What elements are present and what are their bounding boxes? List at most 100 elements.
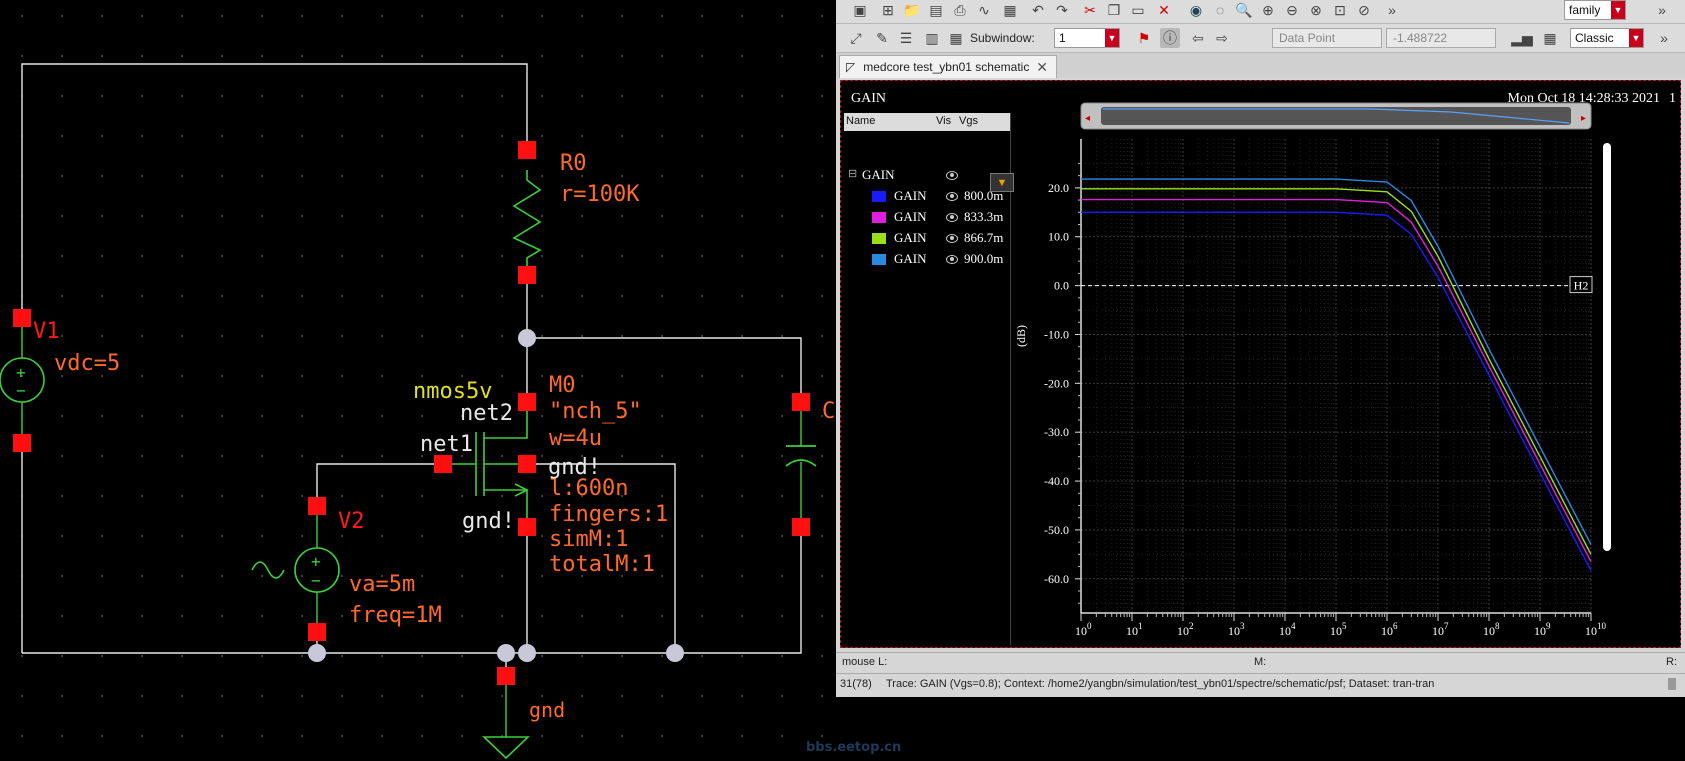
capacitor-c[interactable] <box>785 393 817 536</box>
m0-gate-pin[interactable] <box>434 455 452 473</box>
tab-schematic[interactable]: ◸ medcore test_ybn01 schematic ✕ <box>839 55 1057 78</box>
stack-view-icon[interactable]: ☰ <box>899 29 913 46</box>
fit-icon[interactable]: ◉ <box>1189 1 1203 18</box>
resistor-r0[interactable] <box>512 141 542 284</box>
gain-chart[interactable]: ◂▸20.010.00.0-10.0-20.0-30.0-40.0-50.0-6… <box>1011 99 1677 645</box>
data-point-value-field[interactable]: -1.488722 <box>1386 28 1496 48</box>
y-tick-label: -10.0 <box>1044 327 1069 341</box>
m0-source-pin[interactable] <box>518 518 536 536</box>
grid-view-icon[interactable]: ▦ <box>949 29 963 46</box>
ground-symbol[interactable] <box>482 667 530 760</box>
open-folder-icon[interactable]: 📁 <box>903 1 921 18</box>
source-gnd-label: gnd! <box>462 509 515 534</box>
visibility-eye-icon[interactable] <box>946 171 958 180</box>
zoom-fit-icon[interactable]: ⊡ <box>1334 1 1346 18</box>
more-options-icon[interactable]: » <box>1660 30 1668 46</box>
zoom-out-icon[interactable]: ⊖ <box>1286 1 1298 18</box>
m0-totalm-label: totalM:1 <box>549 552 655 577</box>
svg-text:−: − <box>16 381 26 400</box>
waveform-icon[interactable]: ∿ <box>978 1 990 18</box>
v1-name-label: V1 <box>33 319 60 344</box>
legend-header-vgs[interactable]: Vgs <box>959 115 978 127</box>
schematic-icon: ◸ <box>846 60 856 74</box>
tab-bar: ◸ medcore test_ybn01 schematic ✕ <box>836 53 1685 78</box>
delete-icon[interactable]: ✕ <box>1158 1 1170 18</box>
r0-name-label: R0 <box>560 151 587 176</box>
more-tools-icon[interactable]: » <box>1388 2 1396 18</box>
zoom-icon[interactable]: 🔍 <box>1235 1 1253 18</box>
prev-point-icon[interactable]: ⇦ <box>1192 29 1204 46</box>
voltage-source-v2[interactable]: + − <box>251 497 340 641</box>
filter-icon[interactable]: ▼ <box>990 173 1014 192</box>
visibility-eye-icon[interactable] <box>946 255 958 264</box>
style-select[interactable]: Classic▼ <box>1570 28 1644 48</box>
marker-tool-icon[interactable]: ✎ <box>876 29 888 46</box>
m0-drain-pin[interactable] <box>518 393 536 411</box>
v2-freq-label: freq=1M <box>349 603 442 628</box>
x-tick-label: 100 <box>1075 621 1092 638</box>
print-icon[interactable]: ⎙ <box>954 1 966 18</box>
c-name-label: C <box>822 399 835 424</box>
cut-icon[interactable]: ✂ <box>1084 1 1096 18</box>
visibility-eye-icon[interactable] <box>946 192 958 201</box>
x-tick-label: 102 <box>1177 621 1194 638</box>
window-menu-icon[interactable]: ⊞ <box>882 1 894 18</box>
x-tick-label: 109 <box>1534 621 1551 638</box>
copy-icon[interactable]: ❐ <box>1107 1 1121 18</box>
histogram-icon[interactable]: ▂▅ <box>1511 29 1533 46</box>
zoom-y-icon[interactable]: ⊘ <box>1358 1 1370 18</box>
more-options-icon[interactable]: » <box>1658 2 1666 18</box>
disabled-tool-icon[interactable]: ▦ <box>1003 1 1017 18</box>
plot-date: Mon Oct 18 14:28:33 2021 <box>1507 91 1660 106</box>
m0-cell-label: "nch_5" <box>549 399 642 424</box>
overview-left-arrow: ◂ <box>1085 113 1090 124</box>
waveform-menu-icon[interactable]: ▣ <box>853 1 867 18</box>
y-tick-label: -50.0 <box>1044 523 1069 537</box>
collapse-icon[interactable]: ⊟ <box>848 168 858 180</box>
zoom-x-icon[interactable]: ⊗ <box>1310 1 1322 18</box>
save-icon[interactable]: ▤ <box>929 1 943 18</box>
vertical-scrollbar <box>1603 143 1611 551</box>
legend-header-vis[interactable]: Vis <box>936 115 952 127</box>
m0-simm-label: simM:1 <box>549 527 628 552</box>
data-point-select[interactable]: Data Point <box>1272 28 1382 48</box>
split-view-icon[interactable]: ▥ <box>925 29 939 46</box>
undo-icon[interactable]: ↶ <box>1032 1 1044 18</box>
redo-icon[interactable]: ↷ <box>1056 1 1068 18</box>
legend-header-name[interactable]: Name <box>846 115 876 127</box>
zoom-area-icon[interactable]: ◌ <box>1215 2 1225 18</box>
resize-handle[interactable] <box>1668 678 1676 690</box>
paste-icon[interactable]: ▭ <box>1131 1 1145 18</box>
legend-group-gain[interactable]: ⊟ GAIN <box>848 167 1008 185</box>
y-tick-label: -20.0 <box>1044 376 1069 390</box>
nmos-transistor-m0[interactable] <box>443 411 529 518</box>
voltage-source-v1[interactable]: + − <box>0 309 45 452</box>
v1-value-label: vdc=5 <box>54 351 120 376</box>
info-icon[interactable]: ⓘ <box>1160 28 1180 48</box>
zoom-in-icon[interactable]: ⊕ <box>1262 1 1274 18</box>
legend-vgs-value: 900.0m <box>964 251 1004 266</box>
visibility-eye-icon[interactable] <box>946 234 958 243</box>
next-point-icon[interactable]: ⇨ <box>1216 29 1228 46</box>
net2-label: net2 <box>460 401 513 426</box>
schematic-canvas[interactable]: + − + − <box>0 0 836 761</box>
legend-trace-name: GAIN <box>894 230 927 245</box>
subwindow-select[interactable]: 1▼ <box>1054 28 1120 48</box>
legend-trace-name: GAIN <box>894 209 927 224</box>
y-tick-label: 20.0 <box>1048 181 1069 195</box>
flag-icon[interactable]: ⚑ <box>1137 29 1151 46</box>
calculator-icon[interactable]: ▦ <box>1543 29 1557 46</box>
visibility-eye-icon[interactable] <box>946 213 958 222</box>
main-toolbar: ▣ ⊞ 📁 ▤ ⎙ ∿ ▦ ↶ ↷ ✂ ❐ ▭ ✕ ◉ ◌ 🔍 ⊕ ⊖ ⊗ ⊡ … <box>836 0 1685 24</box>
family-select[interactable]: family▼ <box>1564 0 1626 20</box>
m0-bulk-pin[interactable] <box>518 455 536 473</box>
close-icon[interactable]: ✕ <box>1036 58 1048 75</box>
m0-name-label: M0 <box>549 373 576 398</box>
r0-value-label: r=100K <box>560 182 640 207</box>
select-tool-icon[interactable]: ⤢ <box>850 29 862 46</box>
